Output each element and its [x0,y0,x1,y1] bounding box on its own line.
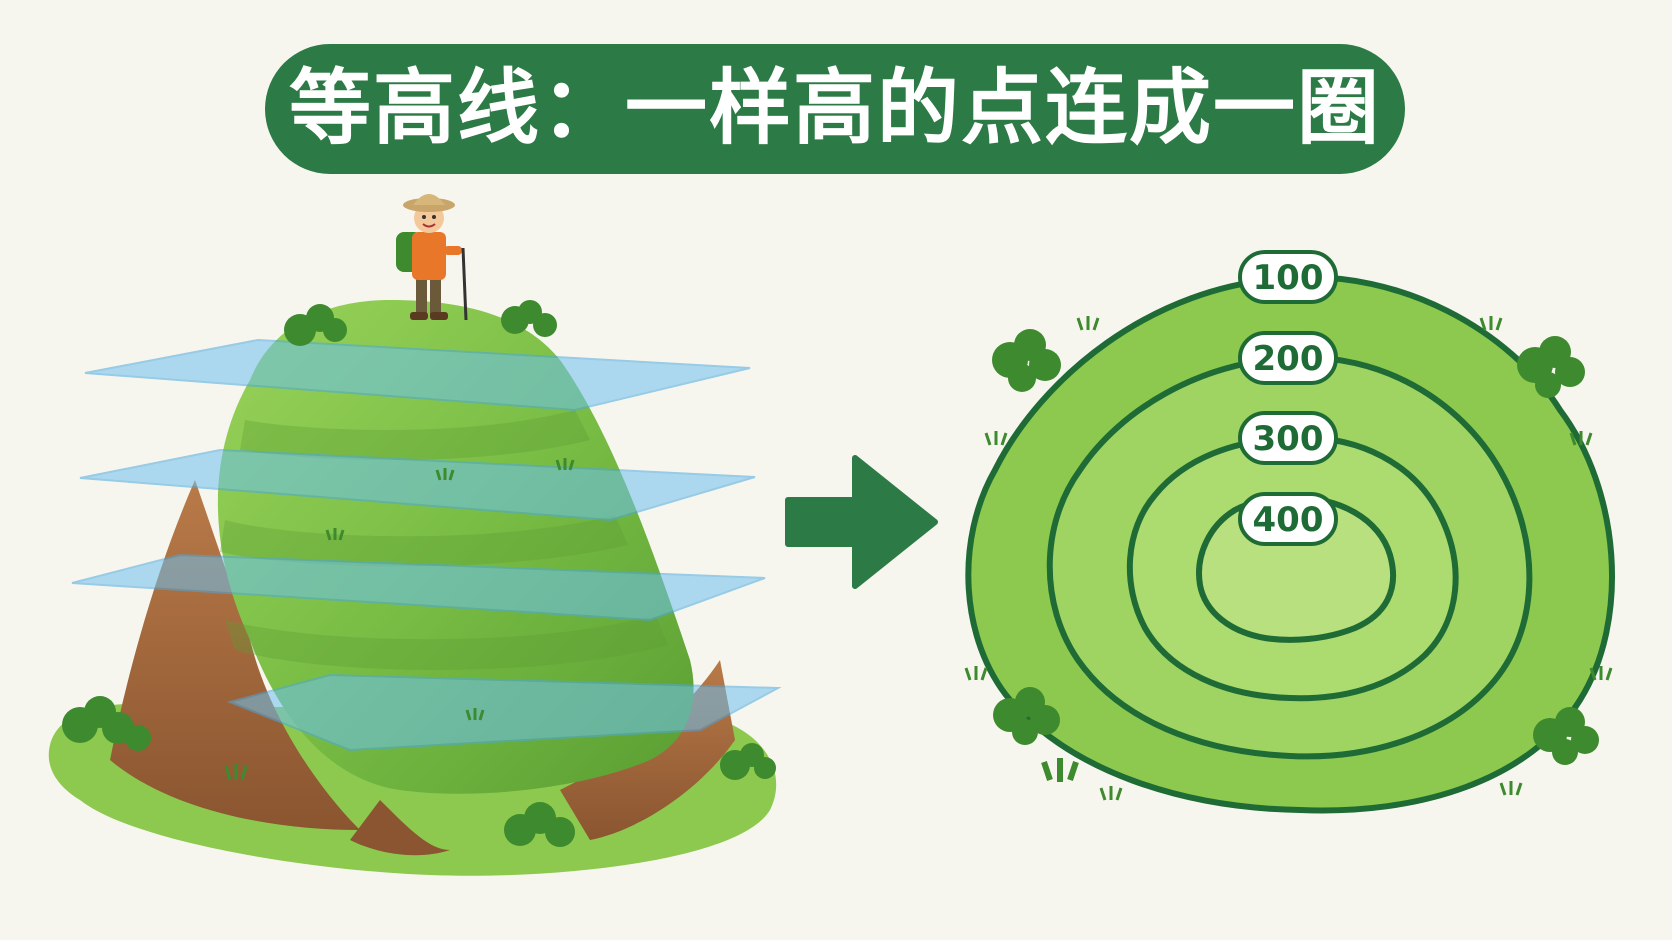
bush-icon [1517,336,1585,398]
bush-icon [504,802,575,847]
bush-icon [720,743,776,780]
contour-label-400: 400 [1238,492,1338,546]
bush-icon [62,696,151,751]
title-banner: 等高线：一样高的点连成一圈 [265,44,1405,174]
contour-map: 100 200 300 400 [964,250,1615,814]
page-title: 等高线：一样高的点连成一圈 [288,61,1381,156]
bush-icon [1041,758,1079,782]
bush-icon [1533,707,1599,765]
slice-plane-1 [84,338,751,412]
contour-label-100: 100 [1238,250,1338,304]
hill-body [217,300,694,794]
slice-plane-4 [226,673,782,752]
svg-text:400: 400 [1253,500,1324,540]
svg-text:100: 100 [1253,258,1324,298]
bush-icon [501,300,557,337]
hill-shade-2 [220,515,628,567]
grass-tuft-icon [224,458,575,781]
bush-icon [992,329,1061,392]
hill-shade-3 [225,615,668,670]
hiker-icon [396,194,468,321]
bush-icon [284,304,347,346]
svg-text:300: 300 [1253,419,1324,459]
arrow-right-icon [785,455,938,589]
grass-tuft-icon [964,316,1613,801]
hill-shade-1 [240,410,590,460]
hill-3d [48,194,782,876]
contour-label-300: 300 [1238,411,1338,465]
slice-plane-2 [79,448,756,522]
slice-plane-3 [71,553,766,622]
contour-label-200: 200 [1238,331,1338,385]
svg-text:200: 200 [1253,339,1324,379]
hill-soil-bottom [350,800,450,856]
bush-icon [993,687,1060,745]
